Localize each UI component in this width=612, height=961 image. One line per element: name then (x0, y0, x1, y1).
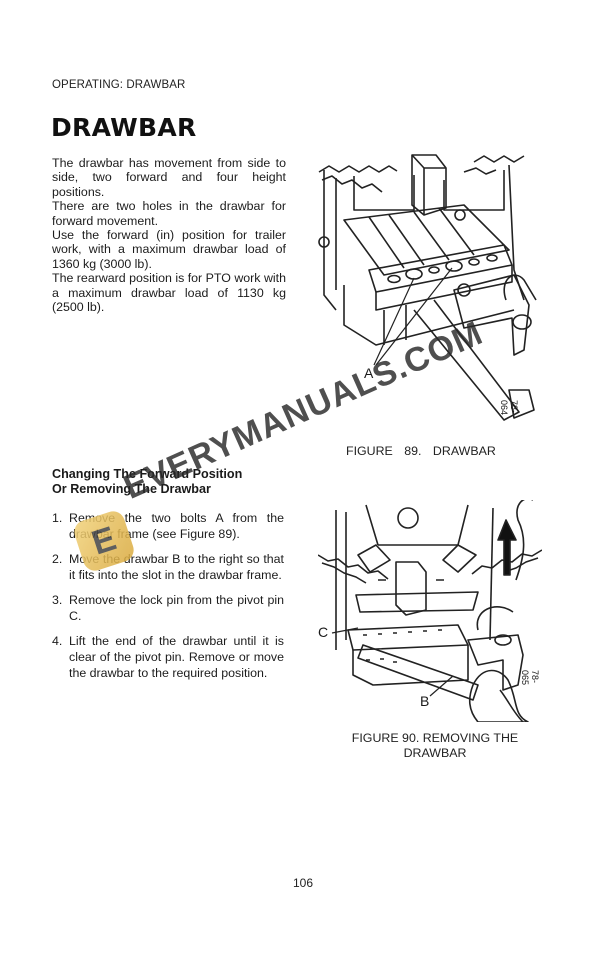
page-number: 106 (293, 876, 314, 890)
figure-90-removing-drawbar-illustration: C B 78-065 (317, 498, 543, 723)
step-text: Lift the end of the drawbar until it is … (69, 634, 284, 680)
caption-line: DRAWBAR (403, 746, 467, 760)
figure-89-caption: FIGURE 89. DRAWBAR (346, 444, 496, 458)
step-number: 1. (52, 511, 63, 525)
figure-90-caption: FIGURE 90. REMOVING THE DRAWBAR (320, 731, 550, 761)
procedure-heading: Changing The Forward Position Or Removin… (52, 467, 292, 497)
step-text: Remove the lock pin from the pivot pin C… (69, 593, 284, 623)
section-label: OPERATING: DRAWBAR (52, 79, 186, 91)
figure-code: 78-065 (520, 670, 540, 686)
label-a: A (364, 365, 374, 381)
intro-paragraph: Use the forward (in) position for traile… (52, 228, 286, 271)
procedure-heading-line: Changing The Forward Position (52, 467, 243, 481)
figure-89-drawbar-illustration: A 78-064 (314, 150, 542, 440)
page-title: DRAWBAR (51, 113, 197, 142)
caption-line: FIGURE 90. REMOVING THE (351, 731, 519, 745)
step-item: 4. Lift the end of the drawbar until it i… (52, 633, 284, 681)
intro-paragraph: The rearward position is for PTO work wi… (52, 271, 286, 315)
procedure-heading-line: Or Removing The Drawbar (52, 482, 211, 496)
figure-code: 78-064 (499, 400, 519, 416)
step-item: 3. Remove the lock pin from the pivot pin… (52, 592, 284, 624)
label-b: B (420, 693, 430, 709)
intro-paragraph: There are two holes in the drawbar for f… (52, 199, 286, 228)
intro-text: The drawbar has movement from side to si… (52, 156, 286, 314)
label-c: C (318, 624, 329, 640)
step-number: 2. (52, 552, 63, 566)
step-number: 3. (52, 593, 63, 607)
intro-paragraph: The drawbar has movement from side to si… (52, 156, 286, 199)
step-number: 4. (52, 634, 63, 648)
